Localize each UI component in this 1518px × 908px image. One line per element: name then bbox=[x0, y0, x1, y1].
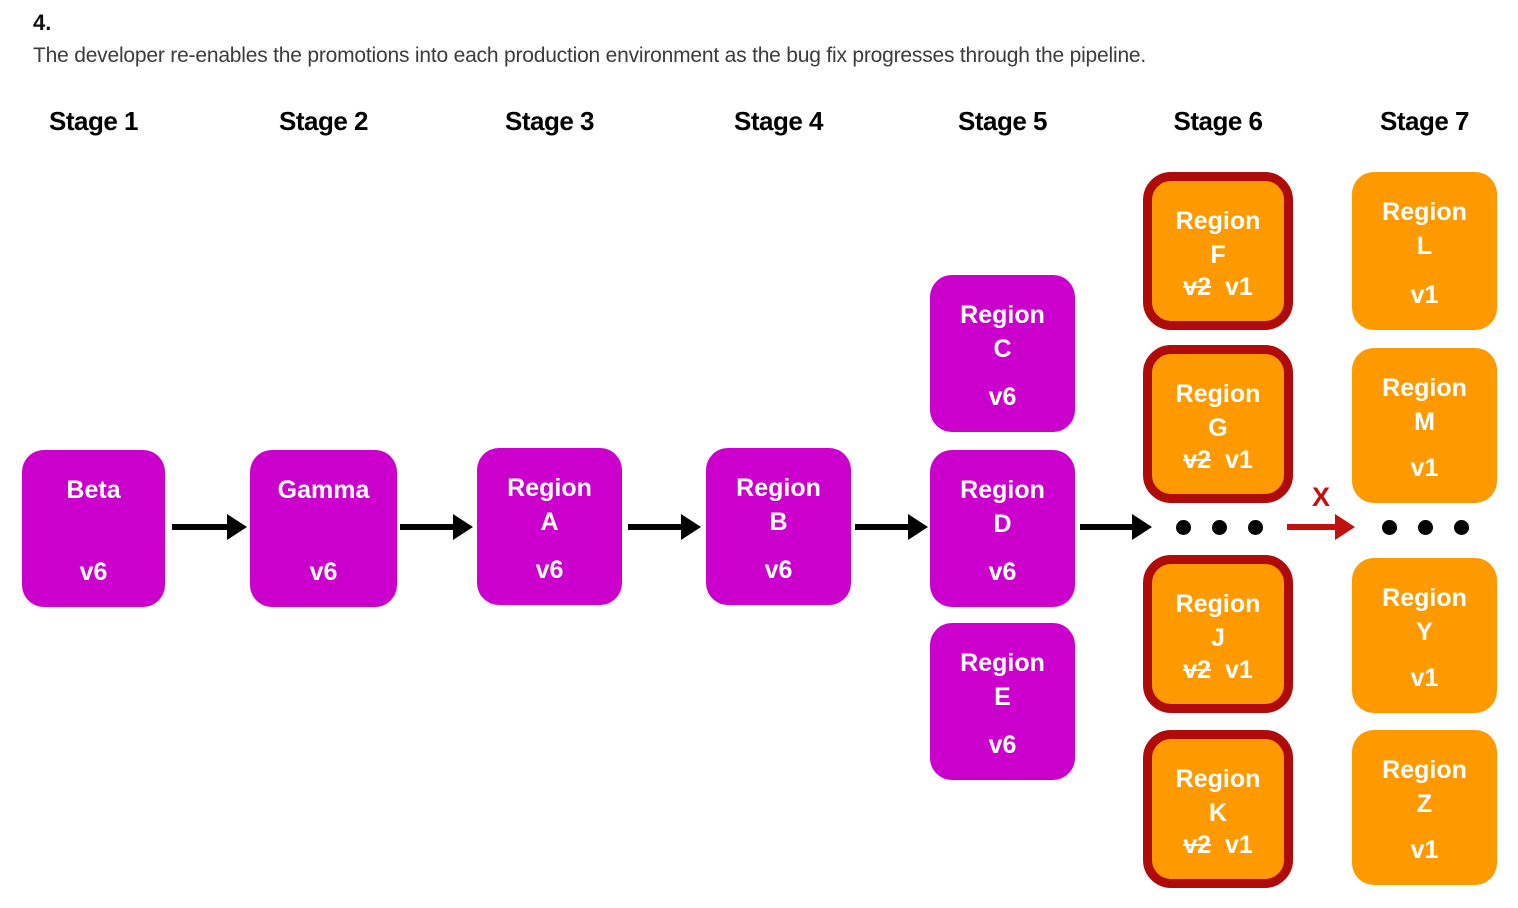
gamma-node: Gamma v6 bbox=[250, 450, 397, 607]
region-d-node: Region D v6 bbox=[930, 450, 1075, 607]
region-c-node: Region C v6 bbox=[930, 275, 1075, 432]
current-version: v1 bbox=[1225, 830, 1253, 859]
region-a-node: Region A v6 bbox=[477, 448, 622, 605]
arrow-head-icon bbox=[1335, 514, 1355, 540]
node-title: Region M bbox=[1382, 374, 1467, 436]
arrow-shaft bbox=[1287, 524, 1339, 530]
stage-2-label: Stage 2 bbox=[279, 106, 369, 136]
flow-arrow-2 bbox=[400, 514, 473, 540]
region-b-node: Region B v6 bbox=[706, 448, 851, 605]
old-version: v2 bbox=[1183, 830, 1211, 859]
node-version: v1 bbox=[1410, 664, 1439, 692]
dot-icon bbox=[1248, 520, 1263, 535]
arrow-shaft bbox=[1080, 524, 1136, 530]
region-y-node: Region Y v1 bbox=[1352, 558, 1497, 713]
stage-6-ellipsis-dots bbox=[1176, 520, 1263, 535]
node-title: Gamma bbox=[277, 476, 370, 504]
node-version: v6 bbox=[535, 556, 564, 584]
node-title: Region D bbox=[960, 476, 1045, 538]
dot-icon bbox=[1454, 520, 1469, 535]
arrow-head-icon bbox=[681, 514, 701, 540]
flow-arrow-4 bbox=[855, 514, 928, 540]
region-m-node: Region M v1 bbox=[1352, 348, 1497, 503]
current-version: v1 bbox=[1225, 272, 1253, 301]
arrow-shaft bbox=[855, 524, 912, 530]
region-k-node: Region K v2 v1 bbox=[1143, 730, 1293, 888]
region-f-node: Region F v2 v1 bbox=[1143, 172, 1293, 330]
arrow-shaft bbox=[400, 524, 457, 530]
arrow-shaft bbox=[172, 524, 231, 530]
arrow-head-icon bbox=[908, 514, 928, 540]
node-version-row: v2 v1 bbox=[1183, 656, 1253, 685]
flow-arrow-5 bbox=[1080, 514, 1152, 540]
node-title: Region L bbox=[1382, 198, 1467, 260]
dot-icon bbox=[1176, 520, 1191, 535]
dot-icon bbox=[1212, 520, 1227, 535]
flow-arrow-3 bbox=[628, 514, 701, 540]
node-title: Region Y bbox=[1382, 584, 1467, 646]
node-title: Region E bbox=[960, 649, 1045, 711]
step-number: 4. bbox=[33, 10, 52, 35]
node-title: Beta bbox=[66, 476, 121, 504]
region-j-node: Region J v2 v1 bbox=[1143, 555, 1293, 713]
node-title: Region C bbox=[960, 301, 1045, 363]
node-version-row: v2 v1 bbox=[1183, 831, 1253, 860]
node-version: v6 bbox=[309, 558, 338, 586]
node-version: v6 bbox=[988, 558, 1017, 586]
stage-3-label: Stage 3 bbox=[505, 106, 595, 136]
region-g-node: Region G v2 v1 bbox=[1143, 345, 1293, 503]
node-version: v1 bbox=[1410, 454, 1439, 482]
description-text: The developer re-enables the promotions … bbox=[33, 44, 1147, 67]
node-version: v6 bbox=[988, 731, 1017, 759]
node-version: v6 bbox=[79, 558, 108, 586]
stage-6-label: Stage 6 bbox=[1173, 106, 1264, 136]
old-version: v2 bbox=[1183, 445, 1211, 474]
node-title: Region J bbox=[1175, 590, 1261, 652]
current-version: v1 bbox=[1225, 445, 1253, 474]
blocked-flow-arrow bbox=[1287, 514, 1355, 540]
node-version-row: v2 v1 bbox=[1183, 446, 1253, 475]
node-version: v1 bbox=[1410, 836, 1439, 864]
old-version: v2 bbox=[1183, 655, 1211, 684]
node-title: Region Z bbox=[1382, 756, 1467, 818]
arrow-head-icon bbox=[227, 514, 247, 540]
current-version: v1 bbox=[1225, 655, 1253, 684]
arrow-head-icon bbox=[453, 514, 473, 540]
stage-7-label: Stage 7 bbox=[1380, 106, 1470, 136]
dot-icon bbox=[1418, 520, 1433, 535]
beta-node: Beta v6 bbox=[22, 450, 165, 607]
region-l-node: Region L v1 bbox=[1352, 172, 1497, 330]
old-version: v2 bbox=[1183, 272, 1211, 301]
node-version: v1 bbox=[1410, 281, 1439, 309]
node-version: v6 bbox=[988, 383, 1017, 411]
arrow-shaft bbox=[628, 524, 685, 530]
arrow-head-icon bbox=[1132, 514, 1152, 540]
region-z-node: Region Z v1 bbox=[1352, 730, 1497, 885]
region-e-node: Region E v6 bbox=[930, 623, 1075, 780]
stage-7-ellipsis-dots bbox=[1382, 520, 1469, 535]
node-title: Region G bbox=[1175, 380, 1261, 442]
node-title: Region F bbox=[1175, 207, 1261, 269]
stage-5-label: Stage 5 bbox=[958, 106, 1048, 136]
node-title: Region B bbox=[736, 474, 821, 536]
node-title: Region A bbox=[507, 474, 592, 536]
stage-1-label: Stage 1 bbox=[49, 106, 139, 136]
node-title: Region K bbox=[1175, 765, 1261, 827]
stage-4-label: Stage 4 bbox=[734, 106, 824, 136]
dot-icon bbox=[1382, 520, 1397, 535]
node-version-row: v2 v1 bbox=[1183, 273, 1253, 302]
blocked-x-label: X bbox=[1311, 482, 1330, 512]
flow-arrow-1 bbox=[172, 514, 247, 540]
node-version: v6 bbox=[764, 556, 793, 584]
